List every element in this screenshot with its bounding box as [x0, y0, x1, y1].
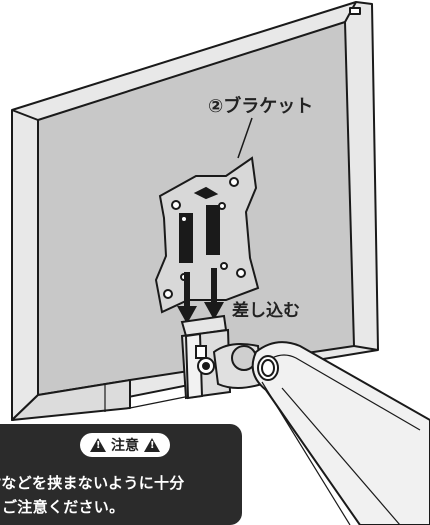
down-arrow-icon	[204, 268, 224, 320]
warning-triangle-icon: !	[144, 438, 160, 452]
bracket-plate	[154, 156, 260, 314]
caution-header: ! 注意 !	[0, 433, 242, 457]
insert-label: 差し込む	[232, 300, 300, 321]
bracket-callout-line	[237, 117, 253, 159]
warning-triangle-icon: !	[90, 438, 106, 452]
caution-pill: ! 注意 !	[80, 433, 170, 457]
caution-text-line-1: 指などを挟まないように十分	[0, 474, 185, 492]
monitor-arm	[251, 341, 430, 525]
caution-title: 注意	[111, 438, 139, 454]
caution-text-line-2: ご注意ください。	[2, 498, 125, 516]
bracket-label: ②ブラケット	[208, 95, 313, 117]
caution-box: ! 注意 ! 指などを挟まないように十分 ご注意ください。	[0, 424, 242, 525]
down-arrow-icon	[177, 272, 197, 324]
